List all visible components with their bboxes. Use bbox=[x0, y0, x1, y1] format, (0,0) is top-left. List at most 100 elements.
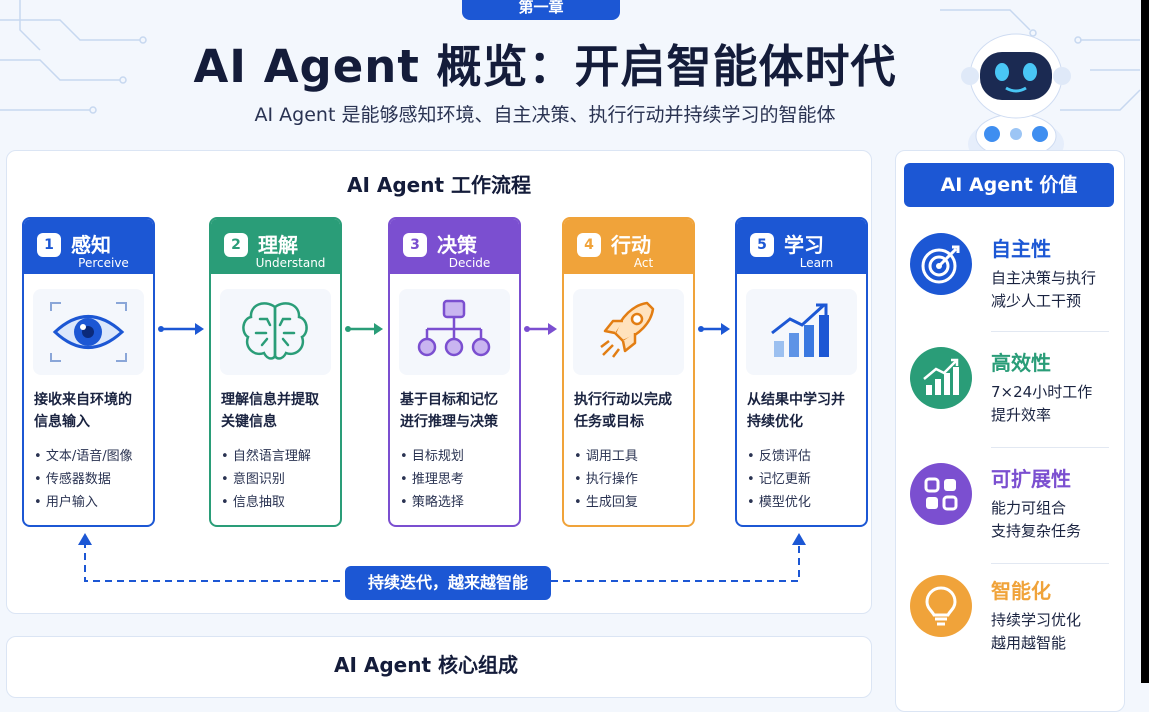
step-name-english: Act bbox=[633, 256, 654, 270]
core-components-title: AI Agent 核心组成 bbox=[333, 653, 518, 677]
step-icon-box bbox=[220, 289, 331, 375]
value-name: 高效性 bbox=[991, 351, 1051, 375]
value-description: 减少人工干预 bbox=[991, 292, 1082, 310]
step-bullet: 执行操作 bbox=[574, 468, 638, 491]
step-icon-box bbox=[33, 289, 144, 375]
step-name: 行动 bbox=[611, 233, 651, 257]
step-name-english: Decide bbox=[448, 256, 491, 270]
step-bullet: 传感器数据 bbox=[34, 468, 133, 491]
step-name-english: Learn bbox=[799, 256, 834, 270]
step-card-understand: 2 理解 Understand 理解信息并提取 关键信息 自然语言理解 意图识别 bbox=[209, 217, 342, 527]
chapter-badge: 第一章 bbox=[462, 0, 620, 20]
step-description-line: 任务或目标 bbox=[574, 414, 644, 430]
divider bbox=[991, 563, 1109, 564]
flow-arrow bbox=[158, 323, 204, 335]
value-item-efficiency: 高效性 7×24小时工作 提升效率 bbox=[896, 347, 1124, 457]
step-bullet: 自然语言理解 bbox=[221, 445, 311, 468]
step-bullet: 记忆更新 bbox=[747, 468, 811, 491]
modules-icon bbox=[910, 463, 972, 525]
step-bullet-list: 反馈评估 记忆更新 模型优化 bbox=[747, 445, 811, 514]
step-description: 理解信息并提取 关键信息 bbox=[221, 389, 337, 433]
value-panel-title: AI Agent 价值 bbox=[904, 163, 1114, 207]
step-description: 基于目标和记忆 进行推理与决策 bbox=[400, 389, 516, 433]
divider bbox=[991, 447, 1109, 448]
step-bullet-list: 文本/语音/图像 传感器数据 用户输入 bbox=[34, 445, 133, 514]
step-header: 4 行动 Act bbox=[564, 219, 693, 274]
step-bullet: 模型优化 bbox=[747, 491, 811, 514]
lightbulb-icon bbox=[910, 575, 972, 637]
step-header: 3 决策 Decide bbox=[390, 219, 519, 274]
step-bullet: 信息抽取 bbox=[221, 491, 311, 514]
step-header: 1 感知 Perceive bbox=[24, 219, 153, 274]
efficiency-chart-icon bbox=[910, 347, 972, 409]
step-name: 学习 bbox=[784, 233, 824, 257]
step-icon-box bbox=[399, 289, 510, 375]
step-description-line: 从结果中学习并 bbox=[747, 392, 845, 408]
step-description-line: 信息输入 bbox=[34, 414, 90, 430]
step-number: 1 bbox=[37, 233, 61, 257]
divider bbox=[991, 331, 1109, 332]
step-description: 执行行动以完成 任务或目标 bbox=[574, 389, 690, 433]
step-bullet: 策略选择 bbox=[400, 491, 464, 514]
step-description-line: 关键信息 bbox=[221, 414, 277, 430]
page-title: AI Agent 概览：开启智能体时代 bbox=[193, 40, 897, 93]
robot-mascot-icon bbox=[961, 33, 1071, 152]
eye-icon bbox=[50, 302, 127, 362]
workflow-panel: AI Agent 工作流程 1 感知 Perceive 接收来自环境的 信息输入… bbox=[6, 150, 872, 614]
step-card-decide: 3 决策 Decide 基于目标和记忆 进行推理与决策 目标规划 推理思考 策略… bbox=[388, 217, 521, 527]
step-description-line: 理解信息并提取 bbox=[221, 392, 319, 408]
flow-arrow bbox=[698, 323, 730, 335]
step-number: 4 bbox=[577, 233, 601, 257]
step-description-line: 进行推理与决策 bbox=[400, 414, 498, 430]
screen-edge bbox=[1141, 0, 1149, 683]
flow-arrows bbox=[78, 323, 806, 582]
core-components-panel: AI Agent 核心组成 bbox=[6, 636, 872, 698]
step-number: 5 bbox=[750, 233, 774, 257]
step-bullet-list: 目标规划 推理思考 策略选择 bbox=[400, 445, 464, 514]
step-card-perceive: 1 感知 Perceive 接收来自环境的 信息输入 文本/语音/图像 传感器数… bbox=[22, 217, 155, 527]
step-number: 3 bbox=[403, 233, 427, 257]
growth-chart-icon bbox=[771, 303, 829, 357]
value-name: 可扩展性 bbox=[991, 467, 1071, 491]
step-bullet-list: 调用工具 执行操作 生成回复 bbox=[574, 445, 638, 514]
feedback-loop-label: 持续迭代，越来越智能 bbox=[345, 566, 551, 600]
step-icon-box bbox=[746, 289, 857, 375]
value-name: 自主性 bbox=[991, 237, 1051, 261]
value-name: 智能化 bbox=[991, 579, 1051, 603]
flow-arrow bbox=[524, 323, 557, 335]
step-bullet: 调用工具 bbox=[574, 445, 638, 468]
flow-arrow bbox=[345, 323, 383, 335]
value-item-scalability: 可扩展性 能力可组合 支持复杂任务 bbox=[896, 463, 1124, 573]
step-header: 5 学习 Learn bbox=[737, 219, 866, 274]
step-description: 从结果中学习并 持续优化 bbox=[747, 389, 863, 433]
step-bullet: 反馈评估 bbox=[747, 445, 811, 468]
step-card-learn: 5 学习 Learn 从结果中学习并 持续优化 反馈评估 记忆更新 模型优化 bbox=[735, 217, 868, 527]
step-card-act: 4 行动 Act 执行行动以完成 任务或目标 调用工具 执行操作 生成回复 bbox=[562, 217, 695, 527]
step-bullet: 推理思考 bbox=[400, 468, 464, 491]
step-header: 2 理解 Understand bbox=[211, 219, 340, 274]
value-description: 7×24小时工作 bbox=[991, 383, 1093, 401]
step-bullet: 用户输入 bbox=[34, 491, 133, 514]
step-description-line: 基于目标和记忆 bbox=[400, 392, 498, 408]
value-description: 支持复杂任务 bbox=[991, 522, 1082, 540]
value-description: 自主决策与执行 bbox=[991, 269, 1097, 287]
step-bullet: 目标规划 bbox=[400, 445, 464, 468]
step-name: 感知 bbox=[71, 233, 111, 257]
step-icon-box bbox=[573, 289, 684, 375]
step-bullet: 意图识别 bbox=[221, 468, 311, 491]
step-bullet: 文本/语音/图像 bbox=[34, 445, 133, 468]
page-subtitle: AI Agent 是能够感知环境、自主决策、执行行动并持续学习的智能体 bbox=[254, 104, 836, 126]
step-description: 接收来自环境的 信息输入 bbox=[34, 389, 150, 433]
brain-icon bbox=[242, 302, 308, 360]
value-description: 越用越智能 bbox=[991, 634, 1067, 652]
workflow-title: AI Agent 工作流程 bbox=[346, 173, 531, 197]
value-item-autonomy: 自主性 自主决策与执行 减少人工干预 bbox=[896, 233, 1124, 343]
step-name-english: Understand bbox=[255, 256, 326, 270]
value-description: 提升效率 bbox=[991, 406, 1052, 424]
hierarchy-icon bbox=[417, 299, 491, 357]
step-name-english: Perceive bbox=[78, 256, 129, 270]
step-name: 理解 bbox=[258, 233, 298, 257]
value-description: 能力可组合 bbox=[991, 499, 1067, 517]
value-panel: AI Agent 价值 自主性 自主决策与执行 减少人工干预 bbox=[895, 150, 1125, 712]
step-description-line: 持续优化 bbox=[747, 414, 803, 430]
